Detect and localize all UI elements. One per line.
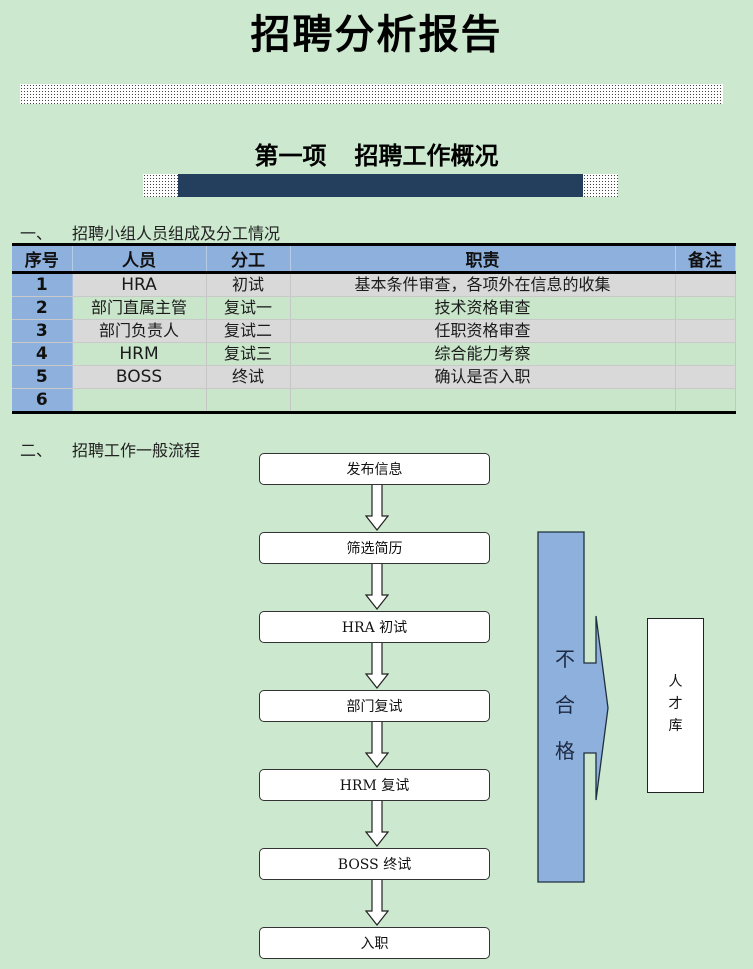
table-header-row: 序号 人员 分工 职责 备注 xyxy=(12,244,736,274)
dotted-separator xyxy=(20,84,723,104)
cell-person: HRA xyxy=(72,272,207,297)
cell-duty xyxy=(290,388,676,413)
cell-index: 1 xyxy=(12,272,73,297)
col-header-index: 序号 xyxy=(12,244,73,274)
section-bar xyxy=(178,174,583,197)
down-arrow-icon xyxy=(365,801,389,847)
section-number: 第一项 xyxy=(254,141,327,170)
cell-duty: 任职资格审查 xyxy=(290,319,676,343)
cell-role xyxy=(206,388,291,413)
flow-step-publish: 发布信息 xyxy=(259,453,490,485)
table-row: 4 HRM 复试三 综合能力考察 xyxy=(12,342,736,366)
flow-step-onboard: 入职 xyxy=(259,927,490,959)
table-row: 2 部门直属主管 复试一 技术资格审查 xyxy=(12,296,736,320)
section-bar-right-pattern xyxy=(583,174,618,197)
down-arrow-icon xyxy=(365,880,389,926)
section-bar-left-pattern xyxy=(143,174,178,197)
cell-person: HRM xyxy=(72,342,207,366)
col-header-person: 人员 xyxy=(72,244,207,274)
report-title: 招聘分析报告 xyxy=(250,11,503,58)
cell-note xyxy=(675,319,736,343)
flow-step-label: HRM 复试 xyxy=(339,778,410,794)
col-header-role: 分工 xyxy=(206,244,291,274)
col-header-duty: 职责 xyxy=(290,244,676,274)
flow-step-hra-interview: HRA 初试 xyxy=(259,611,490,643)
talent-pool-box: 人 才 库 xyxy=(647,618,704,793)
cell-duty: 确认是否入职 xyxy=(290,365,676,389)
cell-index: 6 xyxy=(12,388,73,413)
flow-step-screen-resume: 筛选简历 xyxy=(259,532,490,564)
part1-heading: 一、招聘小组人员组成及分工情况 xyxy=(20,220,280,244)
cell-person xyxy=(72,388,207,413)
reject-char: 不 xyxy=(555,647,575,671)
part1-title: 招聘小组人员组成及分工情况 xyxy=(72,224,281,243)
section-heading: 第一项招聘工作概况 xyxy=(0,136,753,171)
reject-char: 合 xyxy=(555,693,575,717)
flow-step-dept-interview: 部门复试 xyxy=(259,690,490,722)
cell-role: 复试三 xyxy=(206,342,291,366)
cell-role: 复试二 xyxy=(206,319,291,343)
team-table: 序号 人员 分工 职责 备注 1 HRA 初试 基本条件审查，各项外在信息的收集… xyxy=(12,243,736,414)
talent-pool-char: 库 xyxy=(668,718,683,734)
flow-step-boss-interview: BOSS 终试 xyxy=(259,848,490,880)
table-row: 3 部门负责人 复试二 任职资格审查 xyxy=(12,319,736,343)
table-row: 6 xyxy=(12,388,736,413)
table-row: 1 HRA 初试 基本条件审查，各项外在信息的收集 xyxy=(12,272,736,297)
down-arrow-icon xyxy=(365,564,389,610)
part2-number: 二、 xyxy=(20,441,53,460)
flow-step-hrm-interview: HRM 复试 xyxy=(259,769,490,801)
cell-note xyxy=(675,365,736,389)
cell-role: 终试 xyxy=(206,365,291,389)
cell-duty: 基本条件审查，各项外在信息的收集 xyxy=(290,272,676,297)
cell-index: 2 xyxy=(12,296,73,320)
cell-note xyxy=(675,342,736,366)
cell-note xyxy=(675,388,736,413)
down-arrow-icon xyxy=(365,643,389,689)
talent-pool-label: 人 才 库 xyxy=(648,671,703,737)
flow-step-label: 部门复试 xyxy=(346,699,403,715)
down-arrow-icon xyxy=(365,485,389,531)
cell-index: 3 xyxy=(12,319,73,343)
table-row: 5 BOSS 终试 确认是否入职 xyxy=(12,365,736,389)
flow-step-label: HRA 初试 xyxy=(341,620,408,636)
cell-note xyxy=(675,296,736,320)
down-arrow-icon xyxy=(365,722,389,768)
talent-pool-char: 才 xyxy=(668,696,683,712)
col-header-note: 备注 xyxy=(675,244,736,274)
cell-duty: 技术资格审查 xyxy=(290,296,676,320)
part2-heading: 二、招聘工作一般流程 xyxy=(20,437,200,461)
reject-char: 格 xyxy=(555,739,575,763)
cell-person: 部门直属主管 xyxy=(72,296,207,320)
cell-index: 4 xyxy=(12,342,73,366)
cell-duty: 综合能力考察 xyxy=(290,342,676,366)
reject-label: 不 合 格 xyxy=(553,636,577,774)
flow-step-label: 入职 xyxy=(360,936,389,952)
flow-step-label: 发布信息 xyxy=(346,462,403,478)
cell-role: 初试 xyxy=(206,272,291,297)
cell-note xyxy=(675,272,736,297)
cell-person: BOSS xyxy=(72,365,207,389)
reject-arrow-shape xyxy=(537,531,609,883)
part1-number: 一、 xyxy=(20,224,53,243)
cell-role: 复试一 xyxy=(206,296,291,320)
cell-index: 5 xyxy=(12,365,73,389)
part2-title: 招聘工作一般流程 xyxy=(72,441,201,460)
cell-person: 部门负责人 xyxy=(72,319,207,343)
flow-step-label: 筛选简历 xyxy=(346,541,403,557)
flow-step-label: BOSS 终试 xyxy=(337,857,412,873)
section-title: 招聘工作概况 xyxy=(354,141,499,170)
talent-pool-char: 人 xyxy=(668,674,683,690)
